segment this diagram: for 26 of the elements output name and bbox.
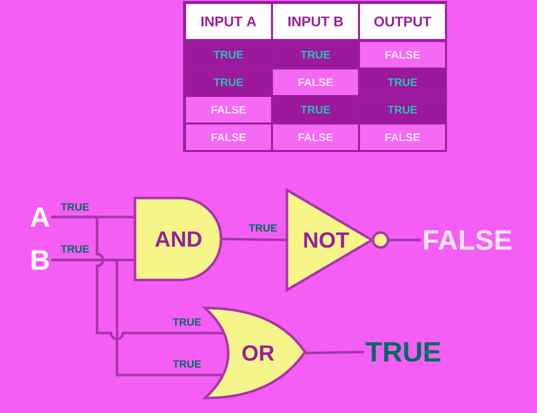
wire xyxy=(51,216,205,340)
wire xyxy=(389,238,421,242)
table-cell: FALSE xyxy=(360,42,445,68)
table-cell: FALSE xyxy=(186,124,271,150)
and-gate: AND xyxy=(134,196,222,282)
output-value: TRUE xyxy=(366,342,440,362)
table-cell: INPUT B xyxy=(273,4,358,39)
output-value: FALSE xyxy=(424,230,512,250)
table-cell: FALSE xyxy=(186,97,271,122)
table-cell: FALSE xyxy=(273,70,358,95)
table-cell: TRUE xyxy=(360,70,445,95)
wire xyxy=(222,238,287,242)
table-cell: FALSE xyxy=(273,124,358,150)
table-cell: TRUE xyxy=(273,97,358,122)
table-cell: OUTPUT xyxy=(360,4,445,39)
table-cell: TRUE xyxy=(186,42,271,68)
or-gate: OR xyxy=(204,306,306,400)
wire xyxy=(51,258,205,376)
input-letter: B xyxy=(32,250,49,270)
table-cell: TRUE xyxy=(360,97,445,122)
table-cell: TRUE xyxy=(273,42,358,68)
table-cell: INPUT A xyxy=(186,4,271,39)
table-cell: TRUE xyxy=(186,70,271,95)
wire xyxy=(305,350,364,354)
input-letter: A xyxy=(30,207,50,227)
table-cell: FALSE xyxy=(360,124,445,150)
